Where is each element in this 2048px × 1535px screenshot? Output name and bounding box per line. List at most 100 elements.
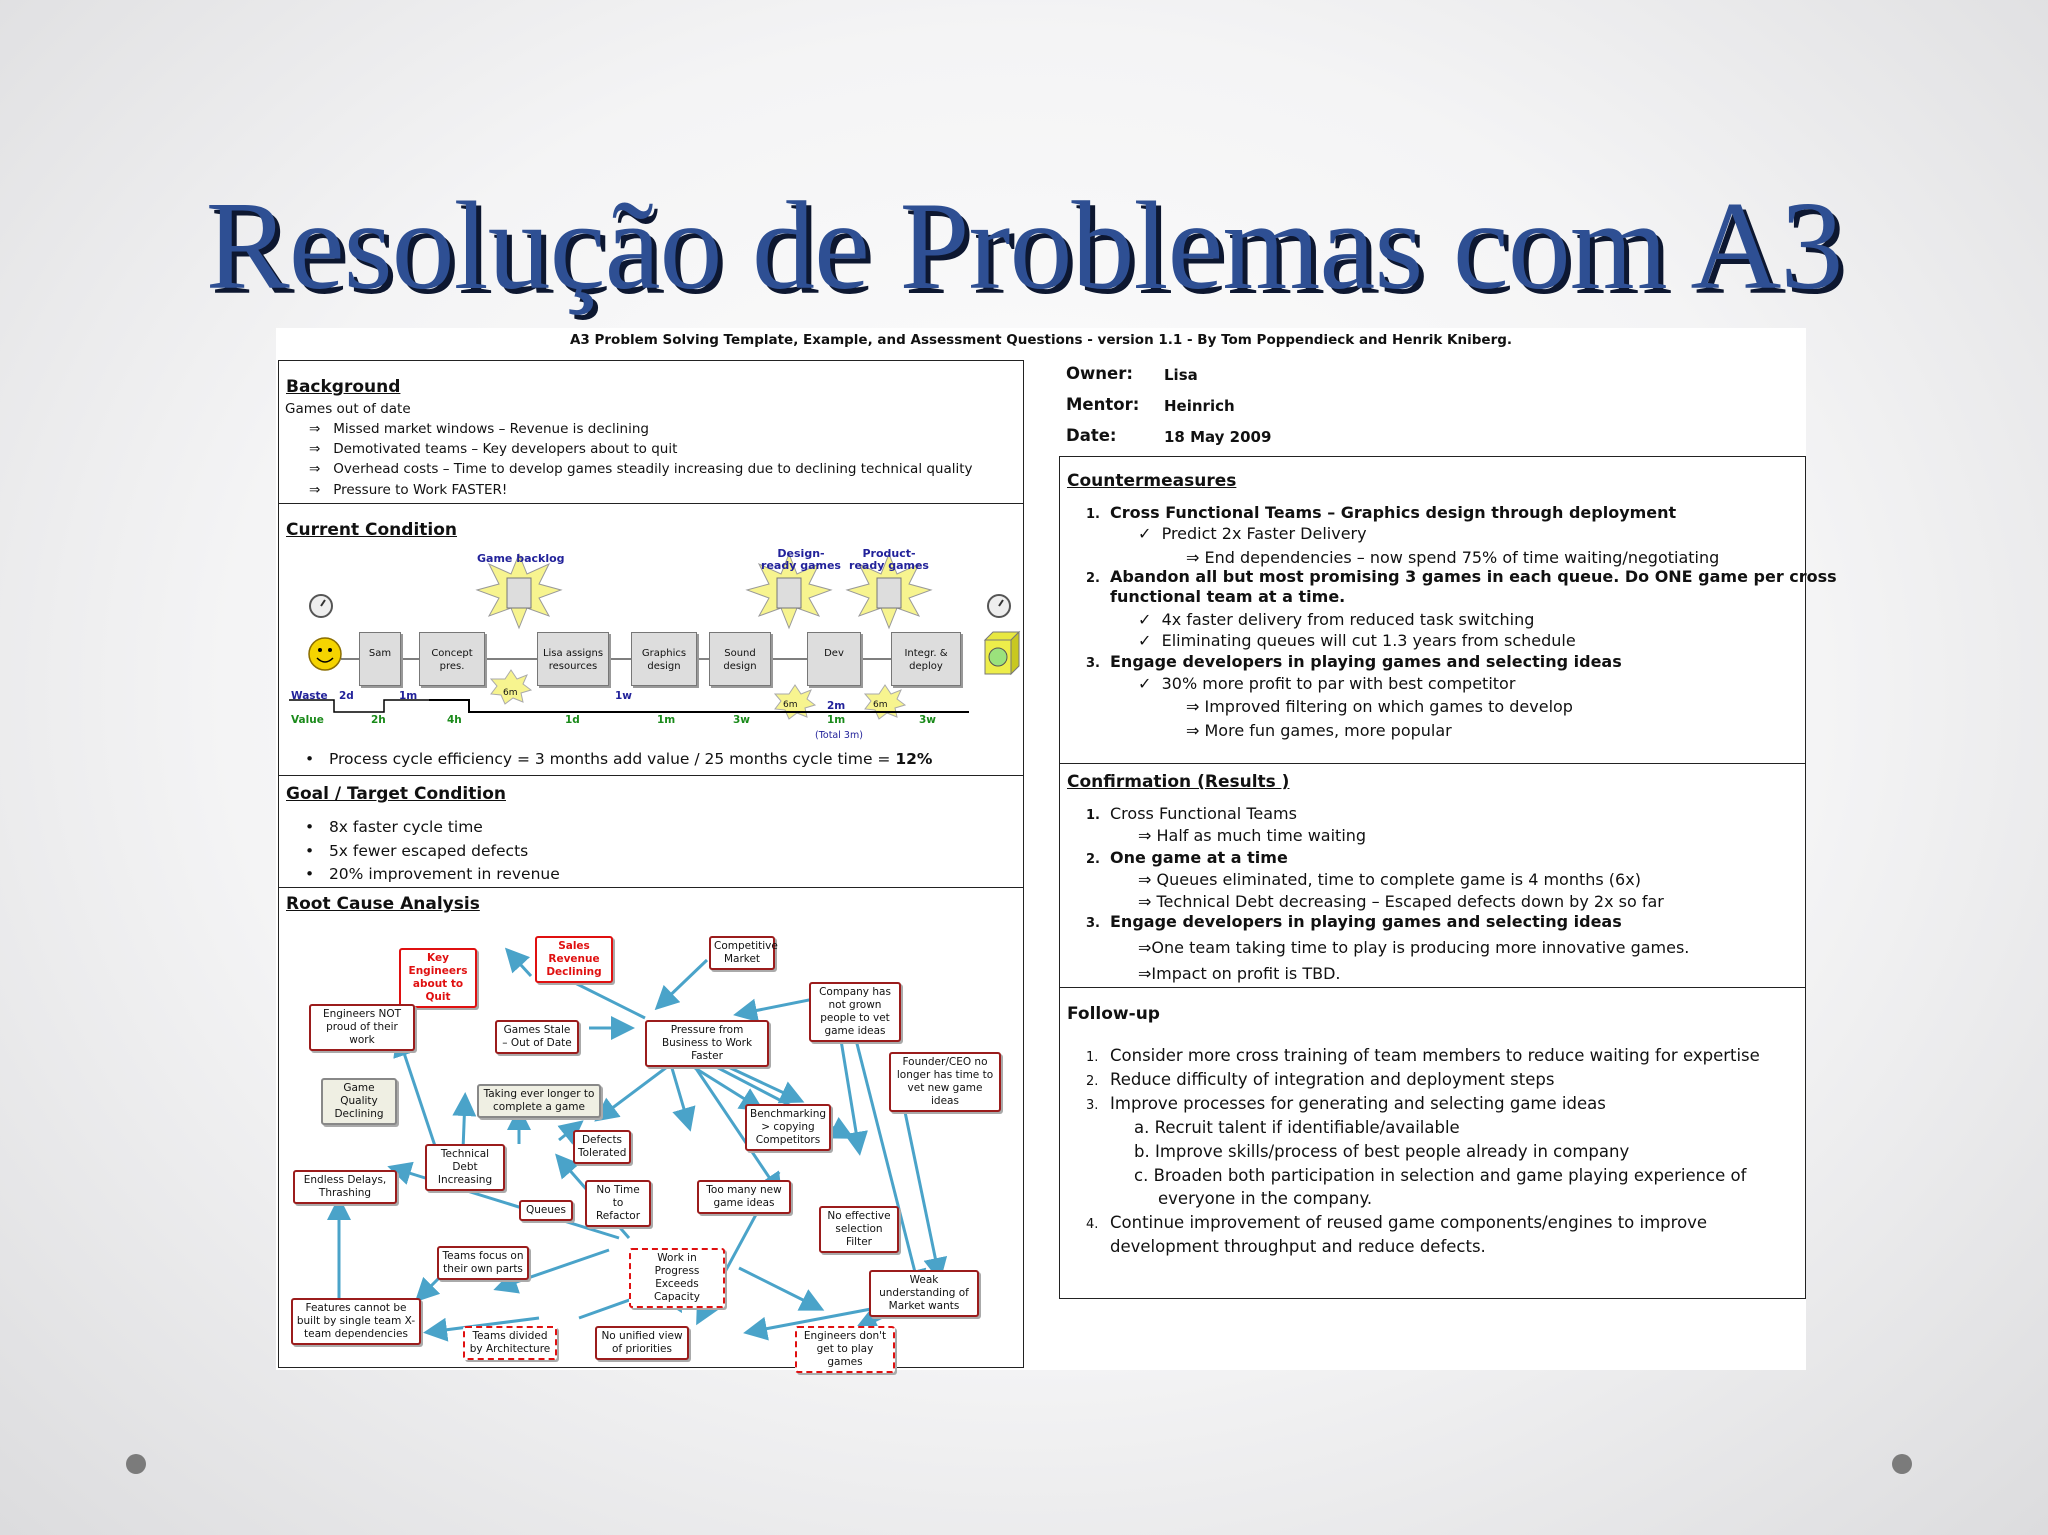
background-subtitle: Games out of date [285,401,411,417]
followup-subitem-cont: everyone in the company. [1158,1189,1373,1208]
background-item: ⇒ Overhead costs – Time to develop games… [309,461,973,477]
label-design-ready: Design-ready games [761,547,841,572]
value-value: 1m [657,714,676,726]
slide-dot-left [126,1454,146,1474]
mentor-label: Mentor: [1066,395,1140,414]
countermeasures-section: Countermeasures 1.Cross Functional Teams… [1060,457,1837,763]
root-node: Game Quality Declining [321,1078,397,1125]
countermeasure-item: 2.Abandon all but most promising 3 games… [1086,567,1837,586]
confirmation-subitem: ⇒ Half as much time waiting [1138,826,1367,845]
queue-item: 6m [783,700,798,710]
process-step: Lisa assigns resources [537,632,609,686]
root-node: Weak understanding of Market wants [869,1270,979,1317]
followup-item: 3.Improve processes for generating and s… [1086,1094,1606,1113]
followup-subitem: b. Improve skills/process of best people… [1134,1142,1630,1161]
mentor-value: Heinrich [1164,397,1235,415]
confirmation-subitem: ⇒Impact on profit is TBD. [1138,964,1341,983]
slide-title: Resolução de Problemas com A3 [205,177,1844,316]
confirmation-section: Confirmation (Results ) 1.Cross Function… [1060,763,1805,987]
confirmation-subitem: ⇒ Technical Debt decreasing – Escaped de… [1138,892,1664,911]
root-node: No effective selection Filter [819,1206,899,1253]
root-node: Engineers don't get to play games [795,1326,895,1373]
confirmation-item: 2.One game at a time [1086,848,1288,867]
root-node: Games Stale – Out of Date [495,1020,579,1054]
process-step: Sound design [709,632,771,686]
confirmation-subitem: ⇒One team taking time to play is produci… [1138,938,1690,957]
root-node: Work in Progress Exceeds Capacity [629,1248,725,1308]
current-condition-heading: Current Condition [286,520,458,540]
total-label: (Total 3m) [815,730,863,741]
followup-subitem: a. Recruit talent if identifiable/availa… [1134,1118,1460,1137]
goal-heading: Goal / Target Condition [286,784,506,804]
value-value: 1d [565,714,580,726]
countermeasure-subitem: ✓ Eliminating queues will cut 1.3 years … [1138,631,1576,650]
root-node: Teams divided by Architecture [463,1326,557,1360]
root-node: No unified view of priorities [595,1326,689,1360]
waste-value: 1w [615,690,633,702]
root-node: Features cannot be built by single team … [291,1298,421,1345]
root-node: No Time to Refactor [585,1180,651,1227]
root-cause-heading: Root Cause Analysis [286,894,480,914]
root-node: Taking ever longer to complete a game [477,1084,601,1118]
label-product-ready: Product-ready games [849,547,929,572]
a3-document: A3 Problem Solving Template, Example, an… [276,328,1837,1373]
smiley-end [983,630,1021,676]
background-heading: Background [286,377,401,397]
queue-bursts [489,669,907,720]
goal-item: • 20% improvement in revenue [305,865,560,883]
followup-subitem: c. Broaden both participation in selecti… [1134,1166,1747,1185]
waste-value: 2d [339,690,354,702]
background-item: ⇒ Missed market windows – Revenue is dec… [309,421,649,437]
confirmation-item: 3.Engage developers in playing games and… [1086,912,1622,931]
background-item: ⇒ Demotivated teams – Key developers abo… [309,441,678,457]
root-node: Queues [519,1200,573,1221]
root-node: Technical Debt Increasing [425,1144,505,1191]
followup-item-cont: development throughput and reduce defect… [1110,1237,1486,1256]
goal-section: Goal / Target Condition • 8x faster cycl… [279,775,1023,887]
root-node: Teams focus on their own parts [437,1246,529,1280]
value-value: 1m [827,714,846,726]
value-stream-map [289,552,1021,720]
countermeasure-item-cont: functional team at a time. [1110,587,1346,606]
value-value: 3w [919,714,937,726]
waste-value: 1m [399,690,418,702]
background-item: ⇒ Pressure to Work FASTER! [309,482,508,498]
label-game-backlog: Game backlog [477,552,565,565]
left-panel: Background Games out of date ⇒ Missed ma… [278,360,1024,1373]
countermeasure-subitem: ✓ 4x faster delivery from reduced task s… [1138,610,1535,629]
value-value: 3w [733,714,751,726]
date-value: 18 May 2009 [1164,428,1272,446]
root-cause-section: Root Cause Analysis [279,887,1023,1373]
followup-heading: Follow-up [1067,1004,1160,1024]
countermeasure-item: 1.Cross Functional Teams – Graphics desi… [1086,503,1677,522]
smiley-customer [308,637,342,671]
followup-item: 1.Consider more cross training of team m… [1086,1046,1760,1065]
waste-label: Waste [291,690,328,702]
doc-header: A3 Problem Solving Template, Example, an… [569,332,1513,348]
followup-item: 2.Reduce difficulty of integration and d… [1086,1070,1555,1089]
countermeasure-subitem: ⇒ More fun games, more popular [1186,721,1452,740]
current-condition-section: Current Condition [279,503,1023,775]
confirmation-heading: Confirmation (Results ) [1067,772,1290,792]
owner-label: Owner: [1066,364,1133,383]
timeline [289,699,969,713]
root-node: Defects Tolerated [573,1130,631,1164]
date-label: Date: [1066,426,1117,445]
root-node: Company has not grown people to vet game… [809,982,901,1042]
bursts [475,552,933,630]
root-node: Endless Delays, Thrashing [293,1170,397,1204]
countermeasure-subitem: ✓ 30% more profit to par with best compe… [1138,674,1516,693]
queue-item: 6m [503,688,518,698]
value-value: 2h [371,714,386,726]
root-node: Key Engineers about to Quit [399,948,477,1008]
countermeasure-subitem: ⇒ Improved filtering on which games to d… [1186,697,1573,716]
value-label: Value [291,714,324,726]
process-step: Sam [359,632,401,686]
process-step: Graphics design [631,632,697,686]
slide-dot-right [1892,1454,1912,1474]
goal-item: • 8x faster cycle time [305,818,483,836]
countermeasures-heading: Countermeasures [1067,471,1237,491]
waste-value: 2m [827,700,846,712]
confirmation-item: 1.Cross Functional Teams [1086,804,1297,823]
countermeasure-item: 3.Engage developers in playing games and… [1086,652,1622,671]
